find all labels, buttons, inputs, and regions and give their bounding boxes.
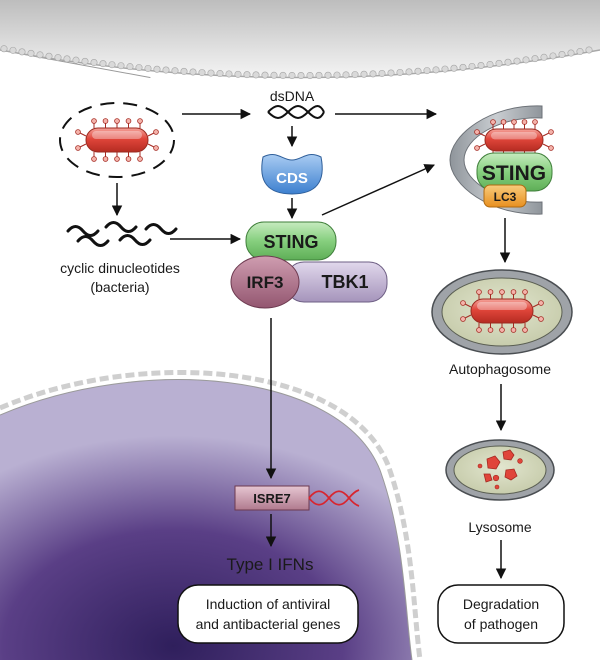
cds-protein: CDS [261, 154, 323, 195]
bacterium-in-vacuole [59, 102, 175, 178]
pathway-arrows [111, 108, 511, 580]
arrow-sting-to-phagophore [321, 164, 435, 216]
autophagosome: Autophagosome [431, 269, 573, 377]
dna-helix-icon [308, 489, 360, 507]
sting-autophagy-label: STING [482, 162, 546, 185]
degradation-box: Degradation of pathogen [437, 584, 565, 644]
type1-ifns-label: Type I IFNs [227, 555, 314, 574]
plasma-membrane [0, 0, 600, 79]
induction-line1: Induction of antiviral [206, 596, 331, 612]
pathogen-fragments-icon [477, 449, 523, 490]
sting-label: STING [263, 232, 318, 252]
dsdna-helix-icon [267, 105, 325, 119]
cds-label: CDS [276, 170, 308, 187]
bacterium-icon [460, 289, 544, 333]
irf3-label: IRF3 [247, 273, 284, 292]
autophagosome-label: Autophagosome [449, 361, 551, 377]
phagophore-complex: STING LC3 [449, 105, 554, 215]
bacterium-icon [75, 118, 159, 162]
degradation-line1: Degradation [463, 596, 539, 612]
vacuole-membrane [59, 102, 175, 178]
dsdna: dsDNA [267, 88, 325, 119]
induction-box: Induction of antiviral and antibacterial… [177, 584, 359, 644]
lc3-protein [483, 184, 527, 208]
cdn-squiggle-icon [66, 221, 178, 247]
sting-protein [245, 221, 337, 261]
cdn-label-line2: (bacteria) [90, 279, 149, 295]
lc3-label: LC3 [494, 190, 517, 204]
isre7-label: ISRE7 [253, 491, 291, 506]
induction-line2: and antibacterial genes [196, 616, 341, 632]
lysosome-label: Lysosome [468, 519, 532, 535]
isre7-box [234, 485, 310, 511]
cyclic-dinucleotides: cyclic dinucleotides (bacteria) [60, 221, 180, 295]
degradation-line2: of pathogen [464, 616, 538, 632]
irf3-protein [230, 255, 300, 309]
lysosome: Lysosome [445, 439, 555, 535]
tbk1-label: TBK1 [321, 272, 368, 292]
phagophore-crescent [449, 105, 543, 215]
dsdna-label: dsDNA [270, 88, 315, 104]
isre7-gene: ISRE7 [234, 485, 360, 511]
sting-complex: TBK1 STING IRF3 [230, 221, 388, 309]
cdn-label-line1: cyclic dinucleotides [60, 260, 180, 276]
